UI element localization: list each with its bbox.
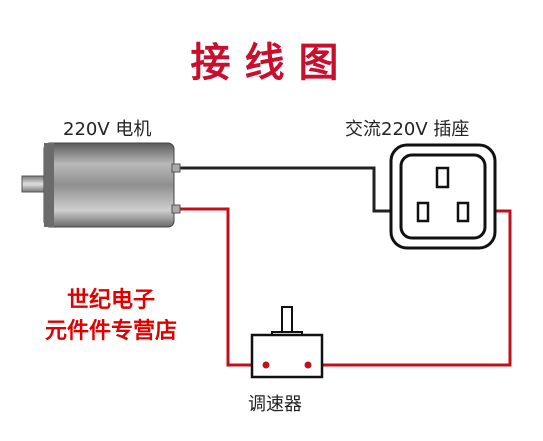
page-title: 接线图 [190,39,353,86]
motor [21,142,181,228]
speed-controller [250,306,324,379]
controller-label: 调速器 [248,394,302,415]
motor-end-cap [44,143,54,227]
controller-body [250,333,324,379]
motor-label: 220V 电机 [63,119,152,140]
socket-ground-slot [435,166,450,189]
controller-knob [281,306,293,334]
motor-shaft [21,175,47,193]
socket-left-slot [416,201,430,223]
store-name-line2: 元件件专营店 [44,319,177,344]
wire-motor-to-controller [175,207,262,367]
controller-terminal-right [304,361,312,369]
motor-terminal-top [171,163,181,173]
socket-right-slot [456,201,470,223]
wire-live [175,166,422,213]
controller-terminal-left [262,361,270,369]
motor-terminal-bottom [171,204,181,214]
socket-label: 交流220V 插座 [345,119,470,140]
socket [389,143,497,250]
store-name-line1: 世纪电子 [66,288,155,313]
motor-body [43,142,175,228]
